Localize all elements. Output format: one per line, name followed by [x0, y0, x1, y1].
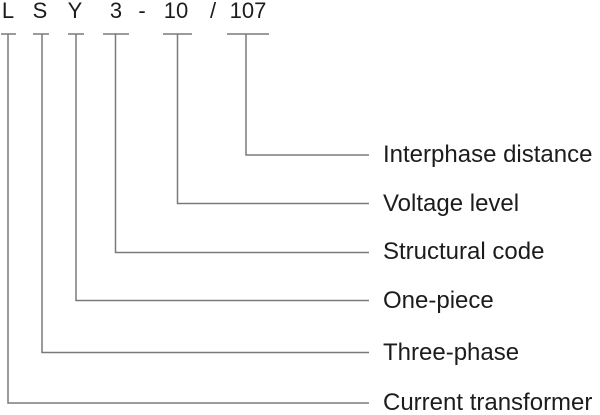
code-char-s: S — [32, 0, 48, 23]
label-three-phase: Three-phase — [383, 339, 520, 366]
label-voltage-level: Voltage level — [383, 190, 520, 217]
code-char-107: 107 — [229, 0, 267, 23]
label-interphase-distance: Interphase distance — [383, 141, 593, 168]
connector-3 — [103, 33, 369, 254]
label-structural-code: Structural code — [383, 238, 545, 265]
code-separator-dash: - — [138, 0, 146, 23]
connector-107 — [227, 33, 369, 156]
code-char-l: L — [1, 0, 15, 23]
connector-10 — [163, 33, 369, 205]
connector-L — [1, 33, 369, 404]
connector-Y — [68, 33, 369, 302]
connector-S — [33, 33, 369, 354]
code-char-y: Y — [67, 0, 83, 23]
code-char-10: 10 — [163, 0, 189, 23]
code-separator-slash: / — [209, 0, 217, 23]
label-current-transformer: Current transformer — [383, 389, 593, 415]
code-char-3: 3 — [109, 0, 123, 23]
label-one-piece: One-piece — [383, 287, 494, 314]
